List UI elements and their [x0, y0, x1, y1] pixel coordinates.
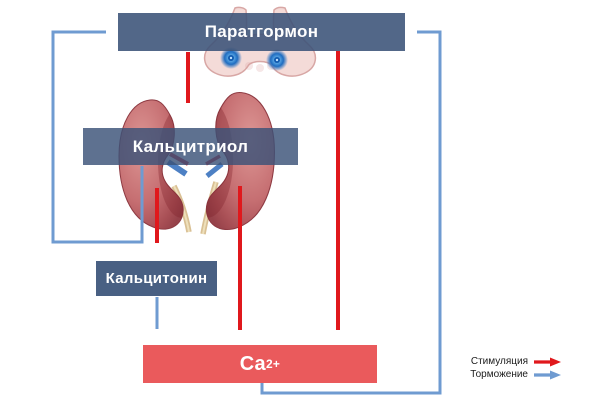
inhibition-arrow-icon [534, 370, 561, 379]
node-calcitriol: Кальцитриол [83, 128, 298, 165]
node-calcitonin: Кальцитонин [96, 261, 217, 296]
legend-row-inhibition: Торможение [458, 368, 562, 381]
node-parathormone: Паратгормон [118, 13, 405, 51]
arrow-calcium-to-pth-inhibition [260, 30, 442, 395]
legend: Стимуляция Торможение [458, 355, 562, 381]
calcium-label: Ca [239, 352, 266, 375]
stimulation-arrow-icon [534, 357, 561, 366]
legend-inhibition-label: Торможение [470, 369, 528, 380]
calcium-superscript: 2+ [265, 357, 281, 371]
legend-stimulation-label: Стимуляция [470, 356, 528, 367]
legend-row-stimulation: Стимуляция [458, 355, 562, 368]
